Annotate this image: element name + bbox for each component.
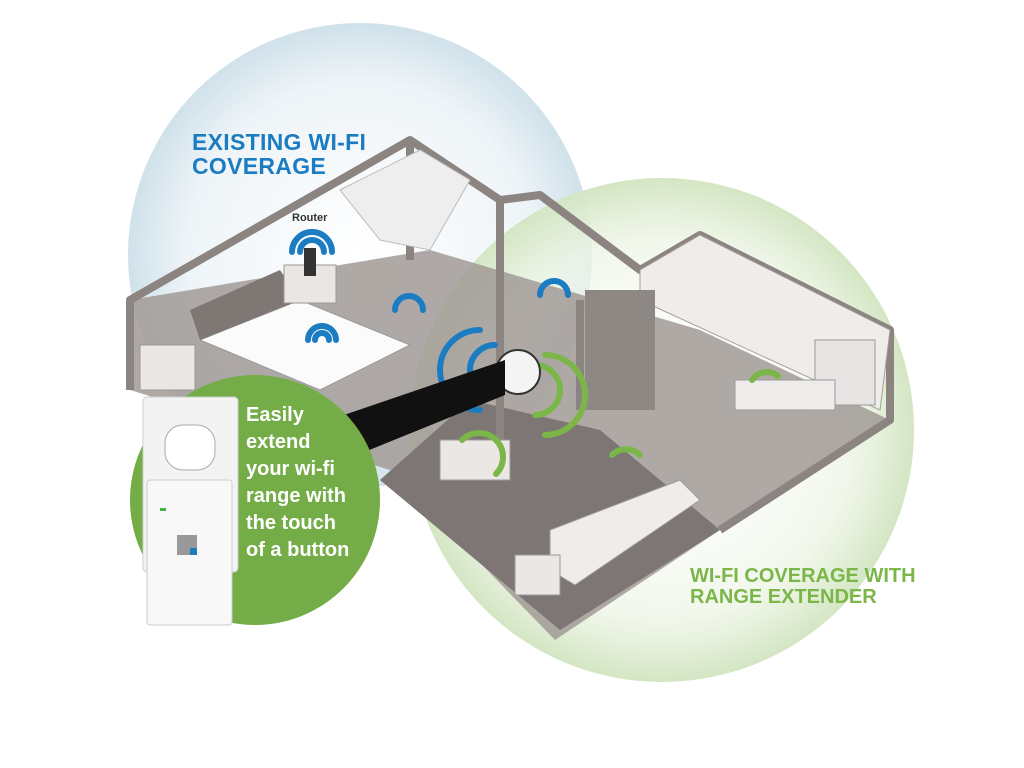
existing-coverage-line-1: EXISTING WI-FI [192, 129, 367, 155]
fridge [585, 290, 655, 410]
existing-coverage-label: EXISTING WI-FI COVERAGE [192, 130, 366, 178]
callout-line: Easily [246, 404, 304, 426]
callout-line: your wi-fi [246, 458, 335, 480]
callout-line: the touch [246, 512, 336, 534]
extender-coverage-line-1: WI-FI COVERAGE WITH [690, 565, 916, 587]
coffee-table [514, 554, 561, 596]
router-device [304, 248, 316, 276]
extender-coverage-label: WI-FI COVERAGE WITH RANGE EXTENDER [690, 566, 916, 608]
outlet [164, 424, 216, 471]
status-led [160, 508, 166, 511]
nightstand [139, 344, 196, 391]
existing-coverage-line-2: COVERAGE [192, 153, 327, 180]
kitchen-island [734, 379, 836, 411]
bed [198, 299, 412, 391]
callout-line: range with [246, 485, 347, 507]
callout-line: extend [246, 431, 311, 453]
extended-wifi-signal-icon [459, 352, 781, 477]
closet [339, 149, 471, 251]
extender-coverage-line-2: RANGE EXTENDER [690, 586, 877, 608]
callout-line: of a button [246, 539, 350, 561]
router-label: Router [292, 212, 328, 224]
dlink-logo-accent [190, 548, 197, 555]
headboard [190, 270, 300, 340]
callout-text: Easily extend your wi-fi range with the … [246, 402, 376, 564]
